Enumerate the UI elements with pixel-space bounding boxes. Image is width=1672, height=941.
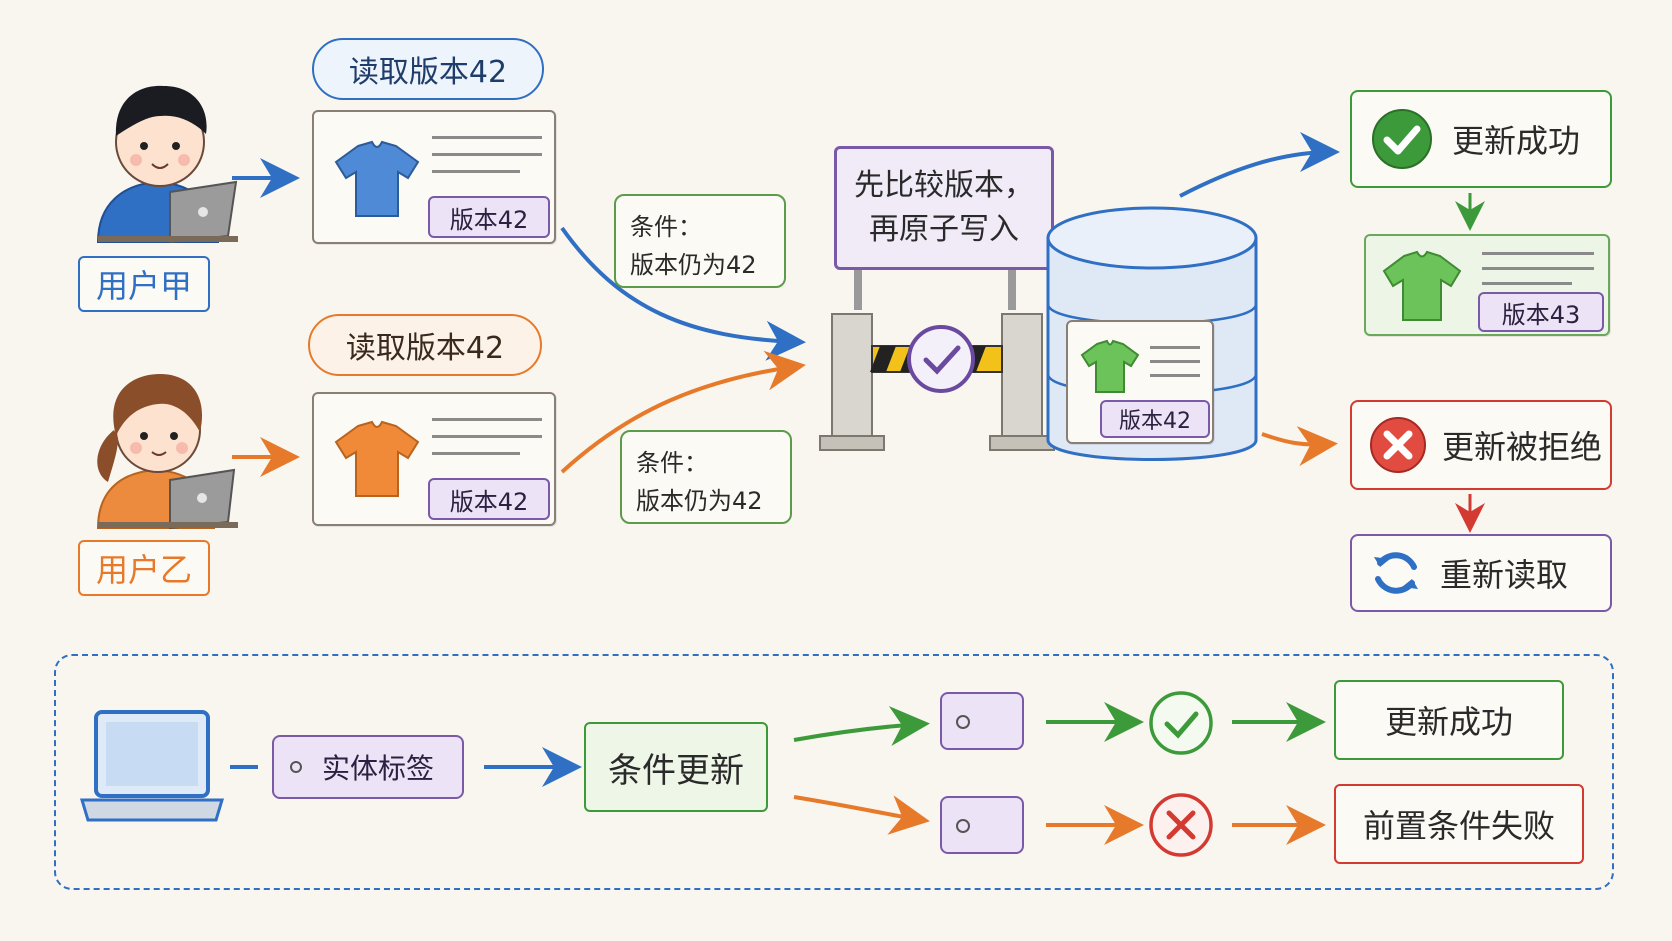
user-a-name-label: 用户甲 xyxy=(78,256,210,312)
outcome-success-label: 更新成功 xyxy=(1452,122,1581,160)
legend-failed-tag-icon xyxy=(940,796,1024,854)
outcome-success-box: 更新成功 xyxy=(1350,90,1612,188)
card-a-lines xyxy=(432,136,542,173)
legend-panel xyxy=(54,654,1614,890)
gate-sign: 先比较版本， 再原子写入 xyxy=(834,146,1054,270)
legend-laptop-icon xyxy=(79,710,225,822)
card-b-version-tag: 版本42 xyxy=(428,478,550,520)
db-to-success-arrow xyxy=(1179,132,1340,198)
user-a-read-bubble: 读取版本42 xyxy=(312,38,544,100)
outcome-reread-label: 重新读取 xyxy=(1440,556,1569,594)
db-to-rejected-arrow xyxy=(1261,426,1338,467)
user-a-avatar-icon xyxy=(96,85,238,244)
user-b-condition-bubble: 条件： 版本仍为42 xyxy=(620,430,792,524)
legend-conditional-update-box: 条件更新 xyxy=(584,722,768,812)
outcome-rejected-label: 更新被拒绝 xyxy=(1442,428,1603,466)
db-card-lines xyxy=(1150,346,1200,377)
legend-x-icon xyxy=(1149,793,1213,857)
user-b-record-card: 版本42 xyxy=(312,392,556,526)
legend-update-to-red-tag-arrow xyxy=(793,795,930,835)
user-a-condition-title: 条件： xyxy=(630,213,702,241)
rejected-x-icon xyxy=(1370,417,1426,473)
gate-sign-line2: 再原子写入 xyxy=(869,212,1019,247)
v43-card-lines xyxy=(1482,252,1594,285)
gate-barrier-icon xyxy=(819,270,1055,451)
orange-shirt-icon xyxy=(334,420,420,497)
card-a-version-tag: 版本42 xyxy=(428,196,550,238)
user-a-figure xyxy=(78,64,248,244)
db-version-tag: 版本42 xyxy=(1100,400,1210,438)
green-shirt-small-icon xyxy=(1080,339,1140,393)
legend-entity-tag: 实体标签 xyxy=(272,735,464,799)
user-b-name-label: 用户乙 xyxy=(78,540,210,596)
card-b-to-gate-arrow xyxy=(560,350,806,474)
card-b-lines xyxy=(432,418,542,455)
user-b-avatar-icon xyxy=(96,374,238,530)
user-a-condition-bubble: 条件： 版本仍为42 xyxy=(614,194,786,288)
outcome-new-version-card: 版本43 xyxy=(1364,234,1610,336)
green-shirt-icon xyxy=(1382,250,1462,321)
gate-sign-line1: 先比较版本， xyxy=(854,168,1034,203)
legend-precondition-failed-box: 前置条件失败 xyxy=(1334,784,1584,864)
blue-shirt-icon xyxy=(334,140,420,217)
outcome-rejected-box: 更新被拒绝 xyxy=(1350,400,1612,490)
refresh-icon xyxy=(1374,552,1418,594)
user-a-record-card: 版本42 xyxy=(312,110,556,244)
user-a-condition-text: 版本仍为42 xyxy=(630,251,757,279)
user-b-figure xyxy=(74,350,244,530)
database-record-card: 版本42 xyxy=(1066,320,1214,444)
v43-version-tag: 版本43 xyxy=(1478,292,1604,332)
success-check-icon xyxy=(1372,109,1432,169)
legend-success-box: 更新成功 xyxy=(1334,680,1564,760)
legend-entity-tag-hole-icon xyxy=(290,761,302,773)
legend-success-tag-icon xyxy=(940,692,1024,750)
outcome-reread-box: 重新读取 xyxy=(1350,534,1612,612)
card-a-to-gate-arrow xyxy=(560,226,806,361)
legend-check-icon xyxy=(1149,691,1213,755)
user-b-read-bubble: 读取版本42 xyxy=(308,314,542,376)
legend-update-to-green-tag-arrow xyxy=(793,706,930,746)
user-b-condition-text: 版本仍为42 xyxy=(636,487,763,515)
user-b-condition-title: 条件： xyxy=(636,449,708,477)
